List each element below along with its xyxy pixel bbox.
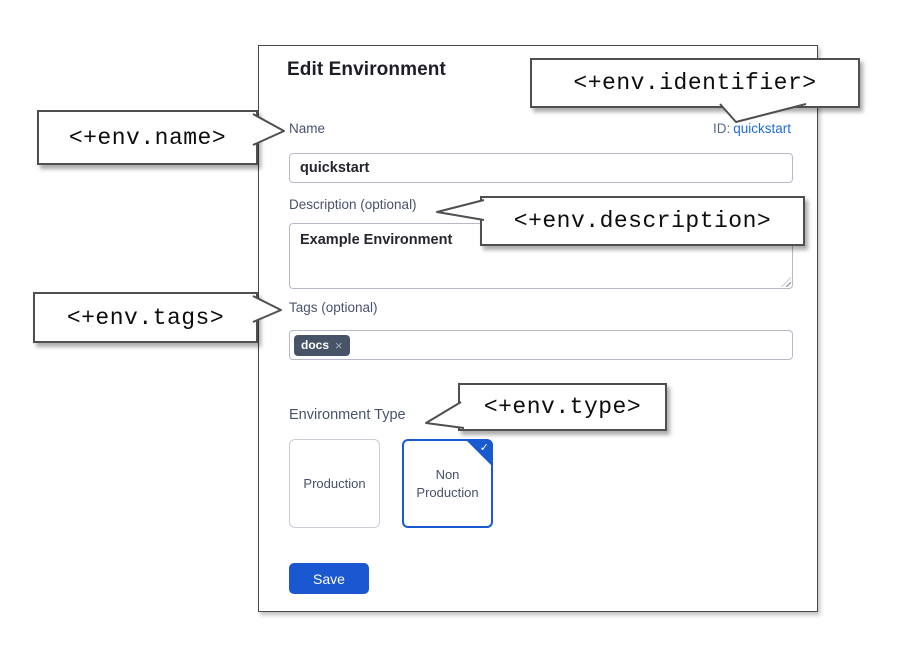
dialog-title: Edit Environment bbox=[287, 59, 446, 80]
tags-input[interactable]: docs × bbox=[289, 330, 793, 360]
environment-type-label: Environment Type bbox=[289, 407, 406, 423]
callout-env-description: <+env.description> bbox=[480, 196, 805, 246]
id-value-link[interactable]: quickstart bbox=[733, 121, 791, 136]
type-card-label: Non Production bbox=[416, 466, 479, 500]
edit-environment-dialog: Edit Environment Name ID:quickstart Desc… bbox=[258, 45, 818, 612]
tags-label: Tags (optional) bbox=[289, 300, 378, 315]
type-card-production[interactable]: Production bbox=[289, 439, 380, 528]
type-card-non-production[interactable]: Non Production ✓ bbox=[402, 439, 493, 528]
callout-env-type: <+env.type> bbox=[458, 383, 667, 431]
environment-type-options: Production Non Production ✓ bbox=[289, 439, 493, 528]
type-card-label: Production bbox=[303, 475, 366, 491]
callout-env-tags: <+env.tags> bbox=[33, 292, 258, 343]
callout-env-name: <+env.name> bbox=[37, 110, 258, 165]
tag-chip-label: docs bbox=[301, 338, 330, 352]
tag-chip: docs × bbox=[294, 334, 350, 356]
id-label: ID: bbox=[712, 121, 731, 136]
textarea-resize-handle[interactable] bbox=[781, 277, 791, 287]
name-input[interactable] bbox=[289, 153, 793, 183]
name-label: Name bbox=[289, 121, 326, 136]
description-label: Description (optional) bbox=[289, 197, 417, 212]
remove-tag-icon[interactable]: × bbox=[335, 337, 343, 353]
check-icon: ✓ bbox=[479, 442, 489, 454]
selected-corner-badge: ✓ bbox=[466, 440, 492, 466]
environment-id: ID:quickstart bbox=[713, 121, 791, 136]
callout-env-identifier: <+env.identifier> bbox=[530, 58, 860, 108]
save-button[interactable]: Save bbox=[289, 563, 369, 594]
